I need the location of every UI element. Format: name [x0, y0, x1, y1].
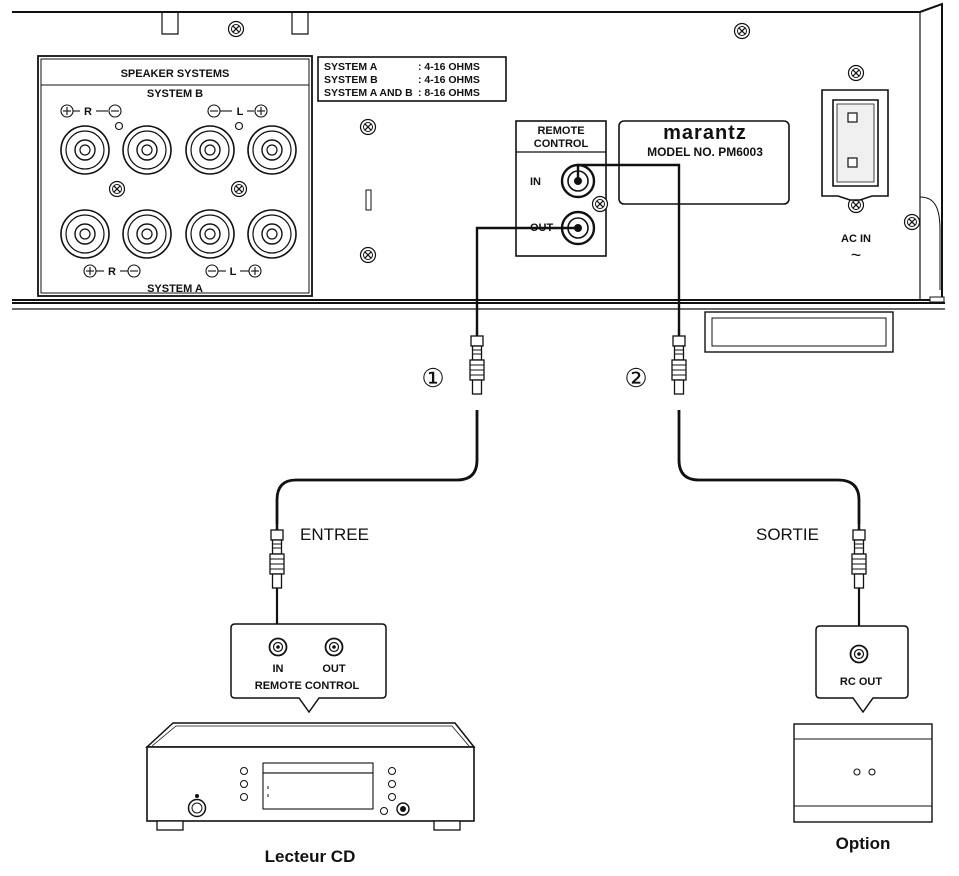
b-l-label: L — [237, 106, 244, 118]
rca-plug-icon — [268, 522, 286, 590]
rc-out-label: RC OUT — [840, 676, 882, 688]
system-a-label: SYSTEM A — [147, 283, 203, 295]
cable-1-label: ENTREE — [300, 525, 369, 544]
remote-control-panel: REMOTE CONTROL IN OUT — [515, 120, 609, 257]
rca-jack-icon — [324, 637, 344, 657]
screw-icon — [227, 20, 245, 38]
impedance-line2-value: : 4-16 OHMS — [418, 74, 480, 86]
system-b-label: SYSTEM B — [147, 88, 203, 100]
binding-post-a-r-minus — [122, 209, 172, 259]
impedance-line1-value: : 4-16 OHMS — [418, 61, 480, 73]
brand-logo: marantz — [663, 122, 747, 144]
speaker-systems-title: SPEAKER SYSTEMS — [121, 68, 230, 80]
option-remote-callout: RC OUT — [815, 625, 909, 714]
binding-post-b-r-minus — [122, 125, 172, 175]
rca-jack-icon — [849, 644, 869, 664]
rca-plug-icon — [670, 328, 688, 396]
binding-post-a-l-minus — [185, 209, 235, 259]
nameplate: marantz MODEL NO. PM6003 — [618, 120, 790, 205]
binding-post-a-r-plus — [60, 209, 110, 259]
cd-in-label: IN — [273, 663, 284, 675]
option-caption: Option — [836, 834, 891, 853]
screw-icon — [591, 195, 609, 213]
screw-icon — [230, 180, 248, 198]
remote-in-label: IN — [530, 176, 541, 188]
ac-symbol: ~ — [851, 245, 862, 265]
impedance-line2-name: SYSTEM B — [324, 74, 378, 86]
slot-indicator — [365, 189, 372, 211]
cd-player-caption: Lecteur CD — [265, 847, 356, 866]
cable-1-lower — [275, 410, 479, 524]
screw-icon — [359, 246, 377, 264]
remote-control-title-1: REMOTE — [537, 125, 584, 137]
a-l-label: L — [230, 266, 237, 278]
impedance-line3-value: : 8-16 OHMS — [418, 87, 480, 99]
impedance-line3-name: SYSTEM A AND B — [324, 87, 413, 99]
rca-plug-icon — [468, 328, 486, 396]
binding-post-a-l-plus — [247, 209, 297, 259]
screw-icon — [733, 22, 751, 40]
speaker-systems-panel: SPEAKER SYSTEMS SYSTEM B SYSTEM A R L — [37, 55, 313, 297]
cable-1-upper — [475, 226, 578, 330]
binding-post-b-l-plus — [247, 125, 297, 175]
screw-icon — [847, 64, 865, 82]
cable-1-marker: ① — [421, 363, 444, 393]
model-number: MODEL NO. PM6003 — [647, 145, 763, 159]
binding-post-b-l-minus — [185, 125, 235, 175]
cable-2-marker: ② — [624, 363, 647, 393]
option-device: Option — [793, 723, 933, 853]
cable-2-label: SORTIE — [756, 525, 819, 544]
cable-2-lower — [677, 410, 861, 524]
rca-jack-icon — [268, 637, 288, 657]
rca-plug-icon — [850, 522, 868, 590]
amplifier-rear-panel — [12, 2, 945, 353]
screw-icon — [108, 180, 126, 198]
cable-2-upper — [576, 163, 681, 330]
ac-in-label: AC IN — [841, 233, 871, 245]
impedance-spec-box: SYSTEM A : 4-16 OHMS SYSTEM B : 4-16 OHM… — [317, 56, 507, 102]
cd-out-label: OUT — [322, 663, 346, 675]
impedance-line1-name: SYSTEM A — [324, 61, 378, 73]
screw-icon — [903, 213, 921, 231]
a-r-label: R — [108, 266, 116, 278]
cd-player: Lecteur CD — [145, 722, 476, 866]
ac-inlet: AC IN ~ — [821, 64, 889, 265]
screw-icon — [359, 118, 377, 136]
b-r-label: R — [84, 106, 92, 118]
cd-player-remote-callout: IN OUT REMOTE CONTROL — [230, 623, 387, 714]
binding-post-b-r-plus — [60, 125, 110, 175]
cd-remote-control-label: REMOTE CONTROL — [255, 680, 360, 692]
remote-control-title-2: CONTROL — [534, 138, 589, 150]
